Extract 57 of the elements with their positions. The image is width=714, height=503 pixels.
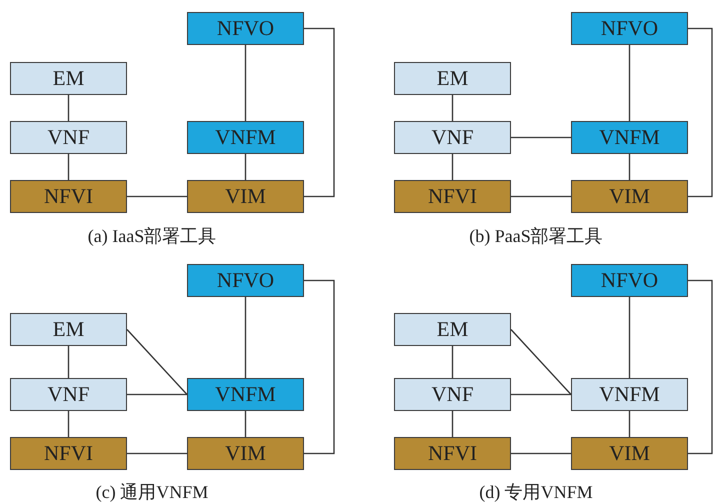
connector-line — [452, 154, 454, 180]
component-box: NFVI — [394, 437, 511, 470]
connector-line — [244, 297, 246, 378]
component-box: NFVO — [187, 12, 304, 45]
component-box: VNFM — [571, 378, 688, 411]
component-box: VIM — [187, 180, 304, 213]
connector-line — [244, 154, 246, 180]
connector-line — [244, 45, 246, 121]
connector-line — [628, 154, 630, 180]
component-box: EM — [394, 62, 511, 95]
component-box: VNF — [394, 378, 511, 411]
component-box: EM — [10, 62, 127, 95]
connector-line — [510, 329, 572, 395]
component-box: VNF — [10, 121, 127, 154]
connector-line — [688, 280, 713, 454]
component-box: VIM — [187, 437, 304, 470]
connector-line — [452, 346, 454, 378]
caption: (d) 专用VNFM — [479, 481, 593, 503]
component-box: EM — [394, 313, 511, 346]
component-box: EM — [10, 313, 127, 346]
connector-line — [511, 452, 571, 454]
connector-line — [304, 280, 335, 454]
connector-line — [304, 28, 335, 198]
connector-line — [127, 196, 187, 198]
component-box: NFVI — [10, 180, 127, 213]
component-box: VNF — [394, 121, 511, 154]
component-box: VNF — [10, 378, 127, 411]
caption: (c) 通用VNFM — [96, 481, 208, 503]
component-box: NFVI — [394, 180, 511, 213]
component-box: VIM — [571, 180, 688, 213]
connector-line — [127, 394, 187, 396]
component-box: NFVO — [571, 12, 688, 45]
caption: (a) IaaS部署工具 — [88, 225, 216, 248]
connector-line — [628, 45, 630, 121]
connector-line — [452, 95, 454, 121]
connector-line — [511, 196, 571, 198]
connector-line — [511, 394, 571, 396]
component-box: VNFM — [187, 121, 304, 154]
component-box: VNFM — [571, 121, 688, 154]
connector-line — [452, 411, 454, 437]
connector-line — [126, 329, 188, 395]
connector-line — [244, 411, 246, 437]
component-box: NFVO — [187, 264, 304, 297]
connector-line — [68, 154, 70, 180]
component-box: NFVI — [10, 437, 127, 470]
connector-line — [68, 346, 70, 378]
connector-line — [688, 28, 713, 198]
connector-line — [68, 95, 70, 121]
connector-line — [511, 136, 571, 138]
connector-line — [628, 411, 630, 437]
connector-line — [628, 297, 630, 378]
connector-line — [68, 411, 70, 437]
connector-line — [127, 452, 187, 454]
caption: (b) PaaS部署工具 — [469, 225, 603, 248]
component-box: VIM — [571, 437, 688, 470]
component-box: VNFM — [187, 378, 304, 411]
component-box: NFVO — [571, 264, 688, 297]
